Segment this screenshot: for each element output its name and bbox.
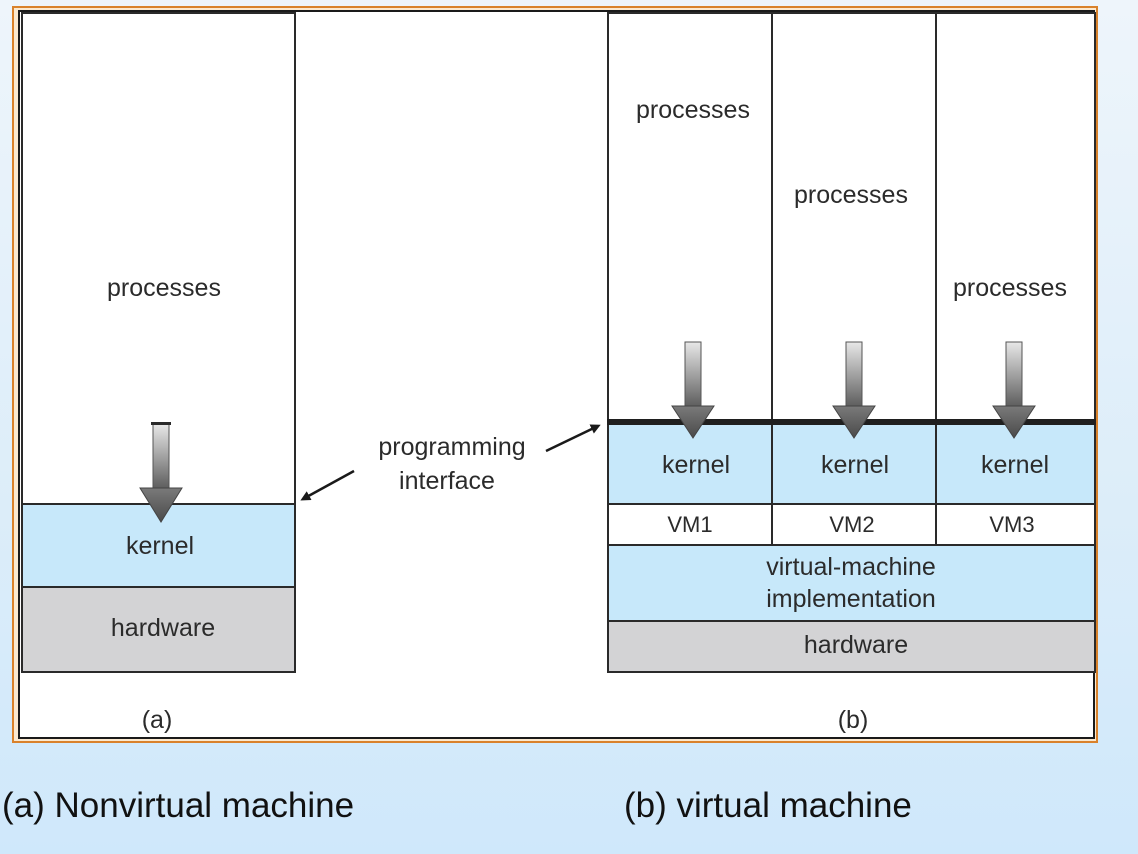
down-arrow-icon [832,341,876,439]
a-hardware-box [21,586,296,673]
caption-virtual: (b) virtual machine [624,786,912,825]
b-vm-implementation-box [607,544,1096,622]
b-kernel-label-2: kernel [820,451,890,479]
a-processes-label: processes [107,274,221,302]
b-vm-impl-line1: virtual-machine [766,553,936,581]
b-vm-label-1: VM1 [667,512,713,537]
b-panel-label: (b) [837,706,869,734]
programming-interface-line2: interface [399,467,495,495]
b-vm-label-2: VM2 [829,512,875,537]
b-vm-box-2 [771,503,937,546]
caption-nonvirtual: (a) Nonvirtual machine [2,786,355,825]
b-vm-label-3: VM3 [989,512,1035,537]
b-processes-label-2: processes [794,181,908,209]
down-arrow-icon [992,341,1036,439]
a-hardware-label: hardware [110,614,216,642]
b-hardware-label: hardware [803,631,909,659]
a-panel-label: (a) [141,706,173,734]
programming-interface-line1: programming [378,433,526,461]
b-hardware-box [607,620,1096,673]
pointer-arrow-icon [300,469,355,501]
pointer-arrow-icon [545,424,601,453]
a-kernel-label: kernel [125,532,195,560]
b-kernel-label-3: kernel [980,451,1050,479]
b-vm-impl-line2: implementation [766,585,936,613]
b-kernel-label-1: kernel [661,451,731,479]
b-processes-label-1: processes [636,96,750,124]
b-processes-label-3: processes [953,274,1067,302]
down-arrow-icon [671,341,715,439]
down-arrow-icon [139,422,183,523]
